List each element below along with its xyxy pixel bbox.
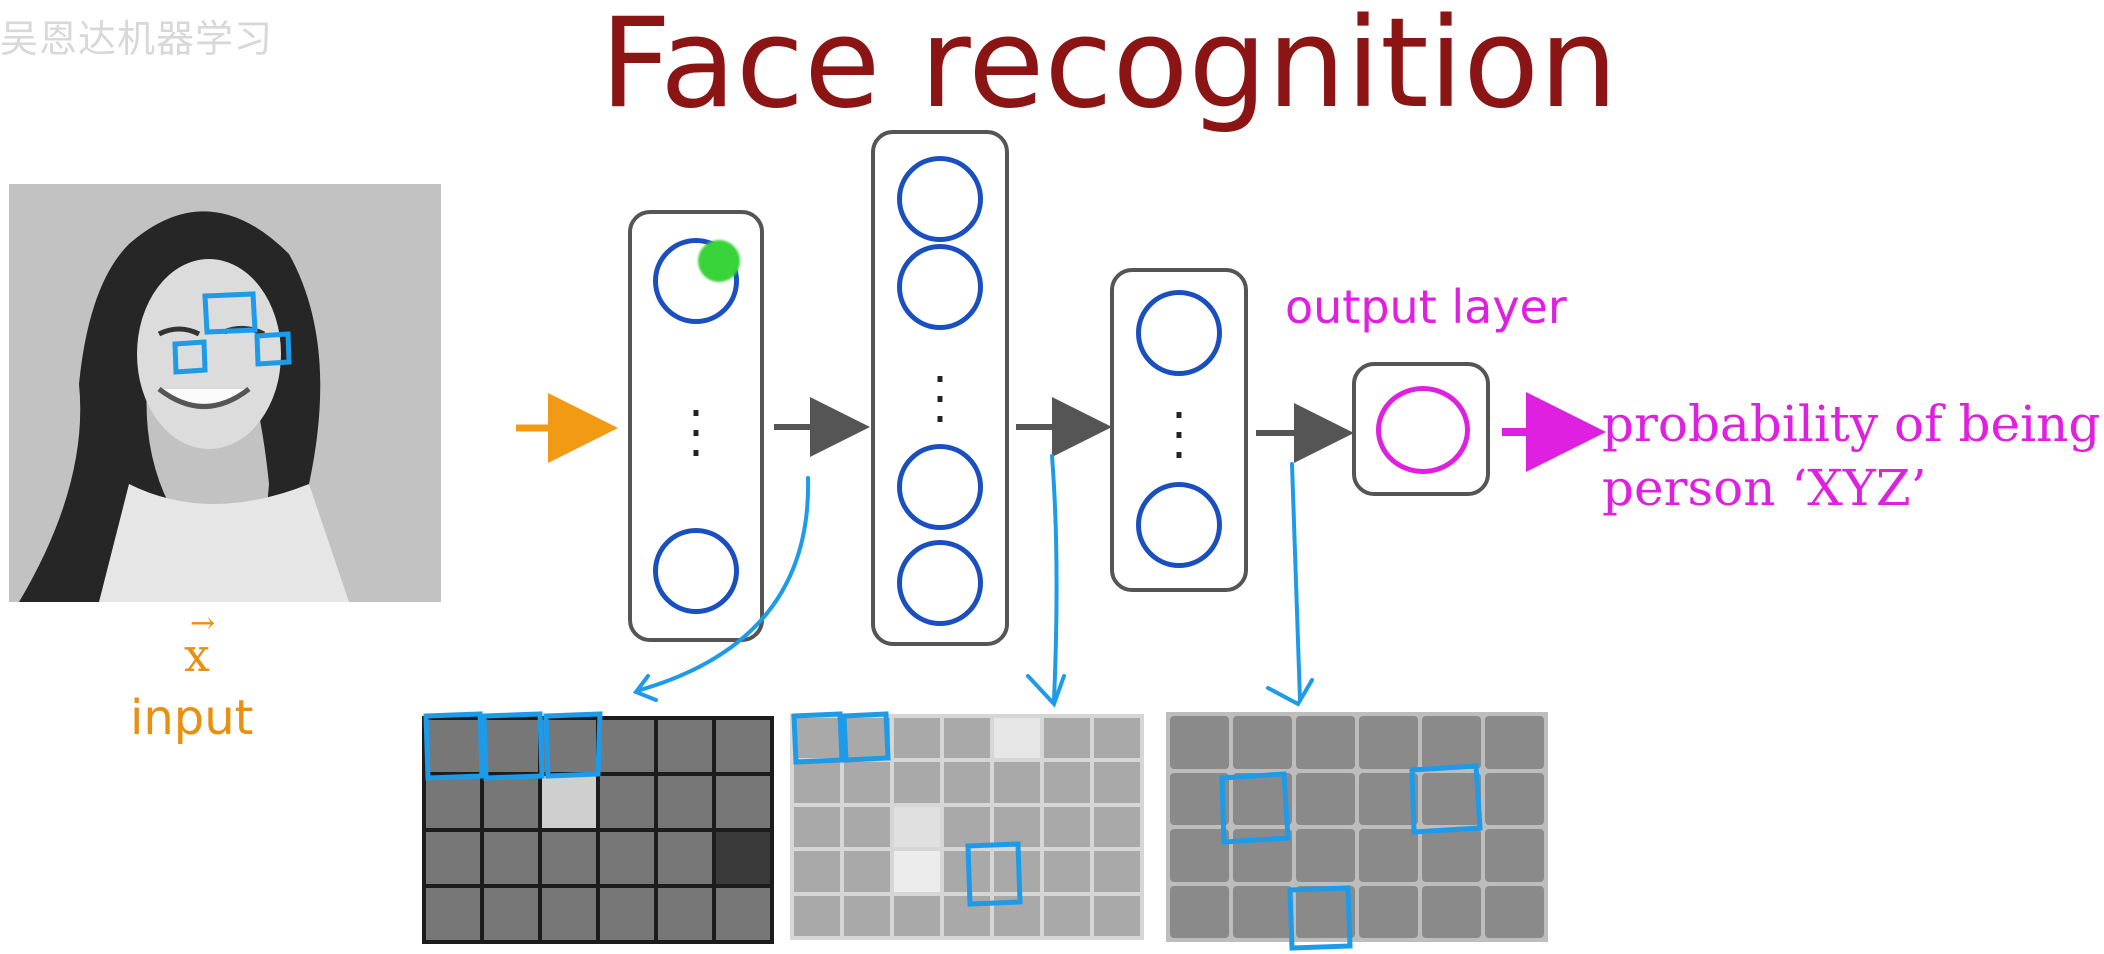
- input-vector: →x: [184, 606, 216, 682]
- annotation-arrow: [1266, 678, 1314, 707]
- page-title: Face recognition: [600, 0, 1618, 136]
- annotation-arrow: [1290, 462, 1302, 702]
- output-neuron: [1376, 386, 1470, 474]
- annotation-arrow: [638, 476, 811, 692]
- neuron: [897, 540, 983, 626]
- feature-highlight-box: [1219, 771, 1291, 845]
- feature-box-cheek-left: [172, 339, 208, 375]
- hidden-layer-2: ···: [871, 130, 1009, 646]
- annotation-arrow: [632, 674, 658, 702]
- neuron: [1136, 290, 1222, 376]
- face-shapes-grid: [1166, 712, 1548, 942]
- neuron: [653, 238, 739, 324]
- output-text-line: person ‘XYZ’: [1602, 459, 1927, 517]
- activated-neuron-dot: [698, 240, 740, 282]
- feature-highlight-box: [423, 711, 485, 781]
- output-layer-label: output layer: [1285, 280, 1567, 334]
- feature-box-eye: [202, 291, 258, 335]
- feature-highlight-box: [965, 841, 1023, 907]
- output-text-line: probability of being: [1602, 395, 2101, 453]
- output-layer: [1352, 362, 1490, 496]
- feature-highlight-box: [481, 711, 545, 781]
- neuron: [653, 528, 739, 614]
- feature-highlight-box: [791, 711, 845, 765]
- annotation-arrow: [1026, 674, 1066, 708]
- hidden-layer-3: ···: [1110, 268, 1248, 592]
- feature-highlight-box: [1287, 885, 1353, 951]
- neuron: [1136, 482, 1222, 568]
- neuron: [897, 156, 983, 242]
- output-description: probability of being person ‘XYZ’: [1602, 392, 2100, 520]
- hidden-layer-1: ···: [628, 210, 764, 642]
- watermark: 吴恩达机器学习: [0, 17, 274, 61]
- facial-parts-grid: [790, 714, 1144, 940]
- feature-highlight-box: [841, 711, 891, 763]
- feature-highlight-box: [543, 711, 603, 779]
- input-label: input: [130, 690, 254, 746]
- annotation-arrow: [1050, 454, 1059, 702]
- neuron: [897, 244, 983, 330]
- face-photo: [9, 184, 441, 602]
- feature-highlight-box: [1409, 763, 1483, 835]
- neuron: [897, 444, 983, 530]
- feature-box-cheek-right: [254, 331, 292, 367]
